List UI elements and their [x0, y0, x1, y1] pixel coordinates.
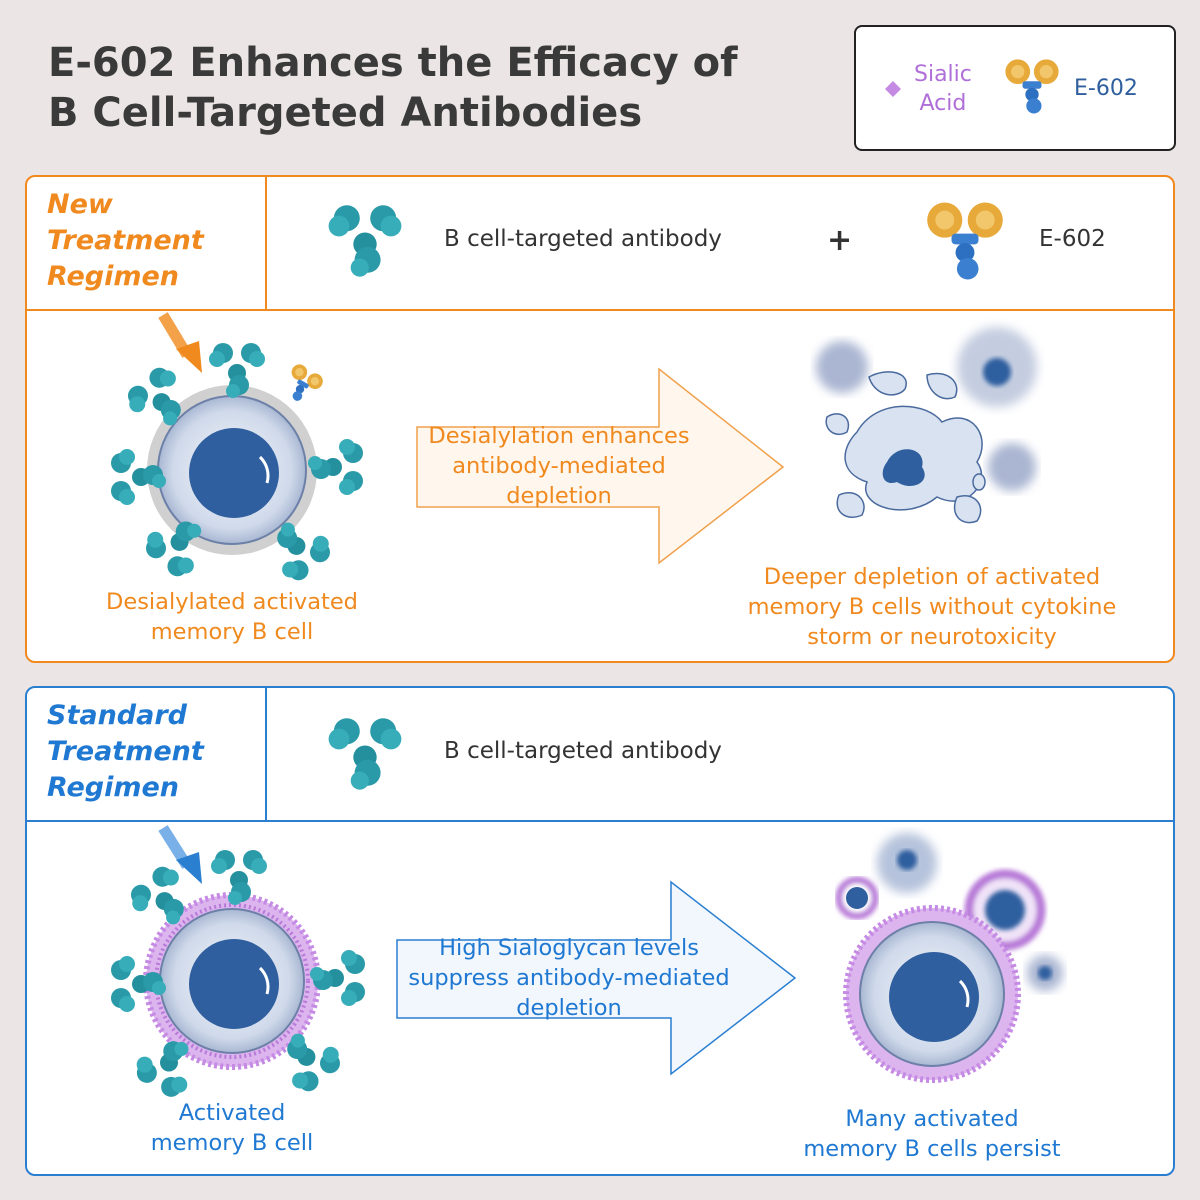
- new-regimen-line-3: Regimen: [47, 261, 180, 292]
- standard-treatment-panel: Standard Treatment Regimen B cell-target…: [25, 686, 1175, 1176]
- new-result-caption-line-3: storm or neurotoxicity: [807, 624, 1057, 650]
- legend-sialic-label-1: Sialic: [914, 62, 972, 87]
- page-title-line-2: B Cell-Targeted Antibodies: [48, 90, 643, 136]
- standard-panel-graphics: [111, 718, 1063, 1103]
- new-cell-caption-line-2: memory B cell: [150, 619, 314, 645]
- standard-arrow-text-line-2: suppress antibody-mediated: [408, 965, 730, 991]
- new-result-caption: Deeper depletion of activated memory B c…: [707, 562, 1157, 652]
- legend-e602-label: E-602: [1074, 76, 1138, 101]
- page-title-line-1: E-602 Enhances the Efficacy of: [48, 40, 738, 86]
- new-e602-label: E-602: [1039, 226, 1106, 252]
- new-result-caption-line-1: Deeper depletion of activated: [763, 564, 1101, 590]
- standard-panel-header: Standard Treatment Regimen B cell-target…: [27, 688, 1173, 822]
- standard-antibody-label: B cell-targeted antibody: [444, 738, 722, 764]
- orange-big-arrow: [416, 367, 785, 565]
- e602-icon: [927, 202, 1003, 280]
- standard-regimen-line-2: Treatment: [47, 736, 204, 767]
- e602-icon: [1005, 59, 1059, 114]
- new-regimen-title: New Treatment Regimen: [47, 187, 204, 295]
- antibody-icon: [328, 205, 402, 277]
- standard-arrow-text: High Sialoglycan levels suppress antibod…: [387, 933, 751, 1023]
- standard-regimen-line-3: Regimen: [47, 772, 180, 803]
- standard-result-caption-line-1: Many activated: [845, 1106, 1019, 1132]
- new-panel-header: New Treatment Regimen B cell-targeted an…: [27, 177, 1173, 311]
- new-panel-graphics: [111, 202, 1037, 587]
- blue-big-arrow: [396, 880, 797, 1076]
- sialic-acid-icon: [885, 81, 901, 97]
- antibody-icon: [310, 950, 365, 1006]
- legend-icons: [885, 59, 1059, 114]
- antibody-icon: [308, 439, 363, 495]
- new-arrow-text-line-1: Desialylation enhances: [428, 423, 690, 449]
- new-treatment-panel: New Treatment Regimen B cell-targeted an…: [25, 175, 1175, 663]
- standard-cell-caption-line-1: Activated: [178, 1100, 286, 1126]
- e602-icon: [279, 361, 326, 408]
- standard-cell-caption-line-2: memory B cell: [150, 1130, 314, 1156]
- new-cell-caption: Desialylated activated memory B cell: [72, 587, 392, 647]
- new-arrow-text-line-2: antibody-mediated: [452, 453, 666, 479]
- b-cell-icon: [147, 385, 317, 555]
- new-regimen-line-2: Treatment: [47, 225, 204, 256]
- b-cell-icon: [143, 892, 321, 1070]
- depleted-cell-icon: [816, 327, 1037, 524]
- standard-regimen-title: Standard Treatment Regimen: [47, 698, 204, 806]
- new-result-caption-line-2: memory B cells without cytokine: [747, 594, 1117, 620]
- standard-regimen-line-1: Standard: [47, 700, 187, 731]
- new-cell-caption-line-1: Desialylated activated: [106, 589, 358, 615]
- new-antibody-label: B cell-targeted antibody: [444, 226, 722, 252]
- new-arrow-text: Desialylation enhances antibody-mediated…: [399, 421, 719, 511]
- standard-arrow-text-line-1: High Sialoglycan levels: [439, 935, 699, 961]
- persisting-cells: [835, 833, 1063, 1083]
- plus-sign: +: [827, 223, 853, 258]
- antibody-icon: [328, 718, 402, 790]
- new-regimen-line-1: New: [47, 189, 113, 220]
- legend-box: Sialic Acid E-602: [854, 25, 1176, 151]
- new-arrow-text-line-3: depletion: [506, 483, 612, 509]
- orange-pointer-arrow: [158, 312, 202, 373]
- standard-arrow-text-line-3: depletion: [516, 995, 622, 1021]
- legend-sialic-label-2: Acid: [919, 91, 967, 116]
- standard-cell-caption: Activated memory B cell: [72, 1098, 392, 1158]
- standard-result-caption: Many activated memory B cells persist: [757, 1104, 1107, 1164]
- standard-result-caption-line-2: memory B cells persist: [803, 1136, 1061, 1162]
- blue-pointer-arrow: [158, 825, 202, 884]
